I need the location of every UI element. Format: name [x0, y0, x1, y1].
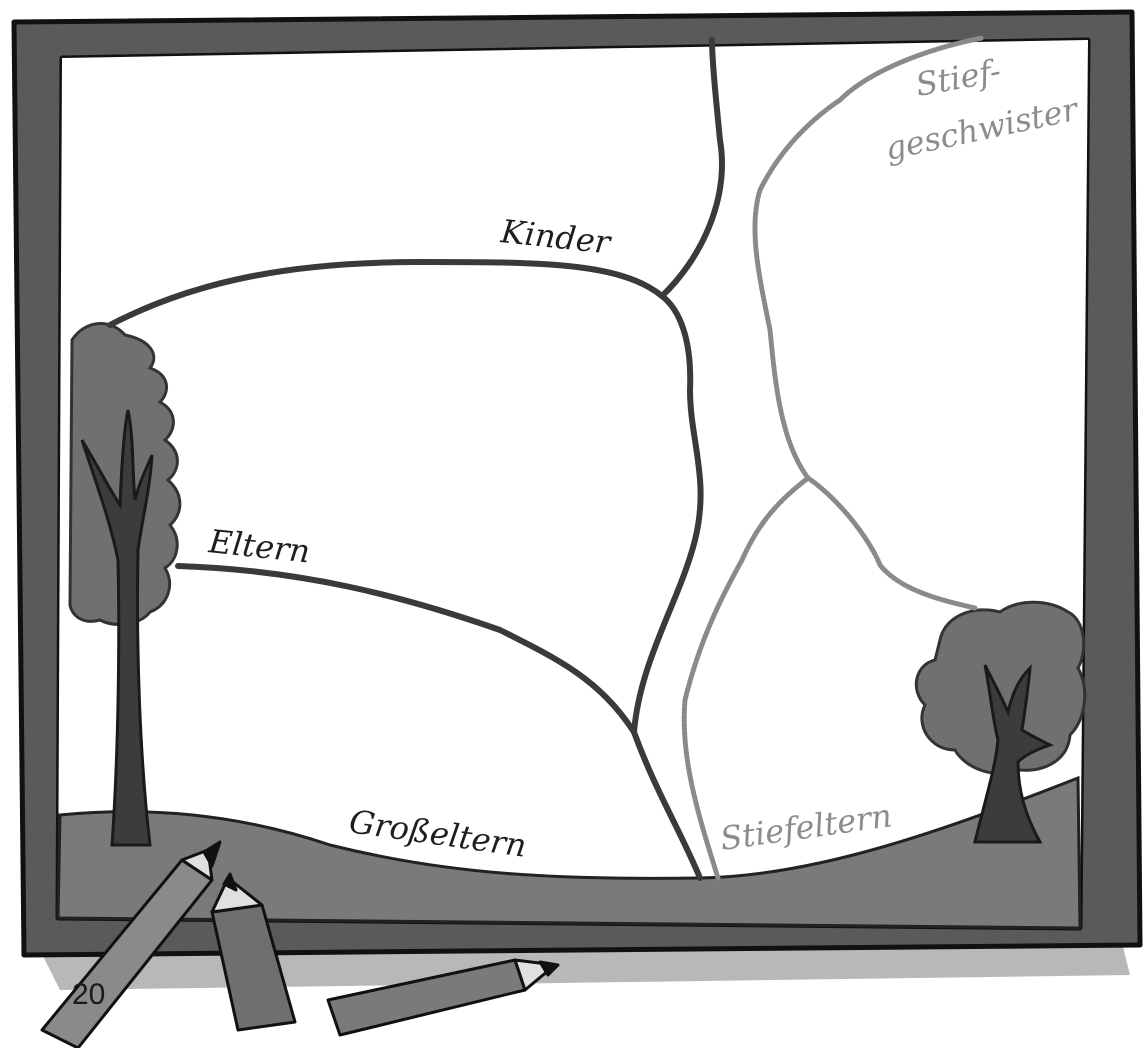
dark-branch-lines: [107, 37, 725, 881]
right-tree: [914, 600, 1087, 844]
page-number: 20: [72, 978, 105, 1011]
pencils: [40, 840, 560, 1048]
ground: [56, 775, 1082, 930]
left-tree: [68, 322, 182, 847]
step-branch-lines: [681, 35, 985, 881]
canvas: [58, 40, 1088, 928]
